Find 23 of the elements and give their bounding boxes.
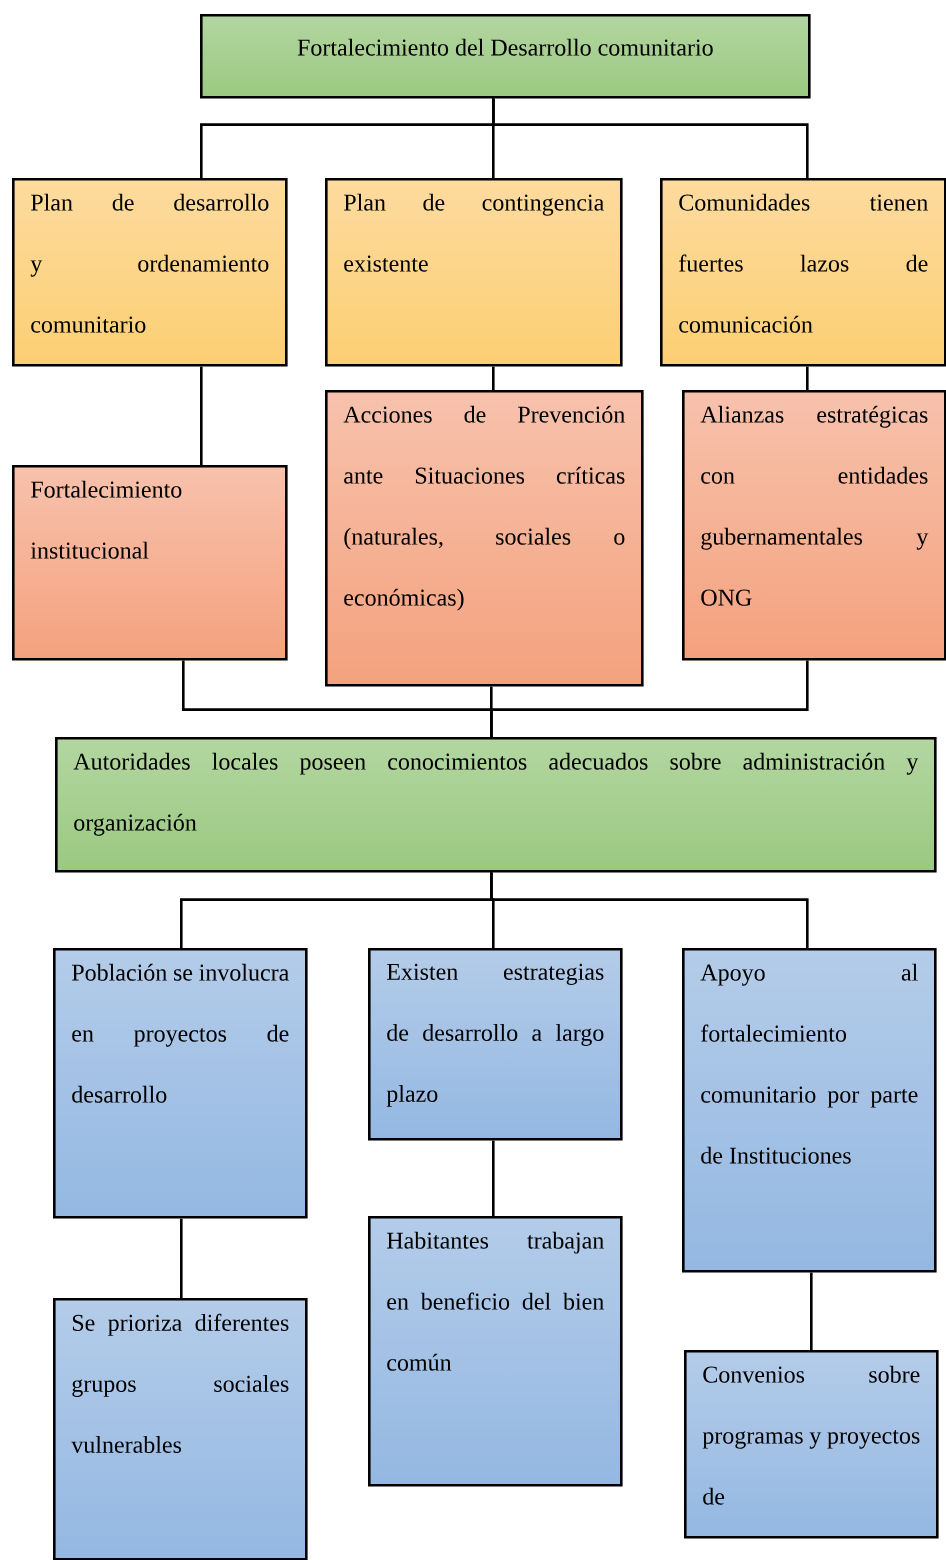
connector	[806, 366, 809, 390]
text-box: Plan de desarrollo y ordenamiento comunitario	[12, 178, 288, 367]
text-box: Autoridades locales poseen conocimientos adecuados sobre administración y organización	[55, 737, 937, 873]
text-box: Comunidades tienen fuertes lazos de comunicación	[660, 178, 946, 367]
text-box: Apoyo al fortalecimiento comunitario por parte de Instituciones	[682, 948, 937, 1273]
connector	[492, 1140, 495, 1216]
connector	[810, 1272, 813, 1350]
connector	[200, 366, 203, 465]
connector	[490, 872, 809, 948]
text-box: Plan de contingencia existente	[325, 178, 623, 367]
connector	[490, 660, 809, 737]
text-box: Fortalecimiento institucional	[12, 465, 288, 661]
connector	[180, 1218, 183, 1298]
connector	[492, 98, 809, 178]
text-box: Se prioriza diferentes grupos sociales vulnerables	[53, 1298, 308, 1560]
connector	[492, 366, 495, 390]
text-box: Existen estrategias de desarrollo a largo plazo	[368, 948, 623, 1141]
text-box: Población se involucra en proyectos de desarrollo	[53, 948, 308, 1219]
text-box: Convenios sobre programas y proyectos de	[684, 1350, 939, 1539]
text-box: Alianzas estratégicas con entidades gubernamentales y ONG	[682, 390, 946, 661]
text-box: Acciones de Prevención ante Situaciones críticas (naturales, sociales o económicas)	[325, 390, 644, 687]
text-box: Habitantes trabajan en beneficio del bien común	[368, 1216, 623, 1487]
text-box: Fortalecimiento del Desarrollo comunitario	[200, 14, 811, 99]
